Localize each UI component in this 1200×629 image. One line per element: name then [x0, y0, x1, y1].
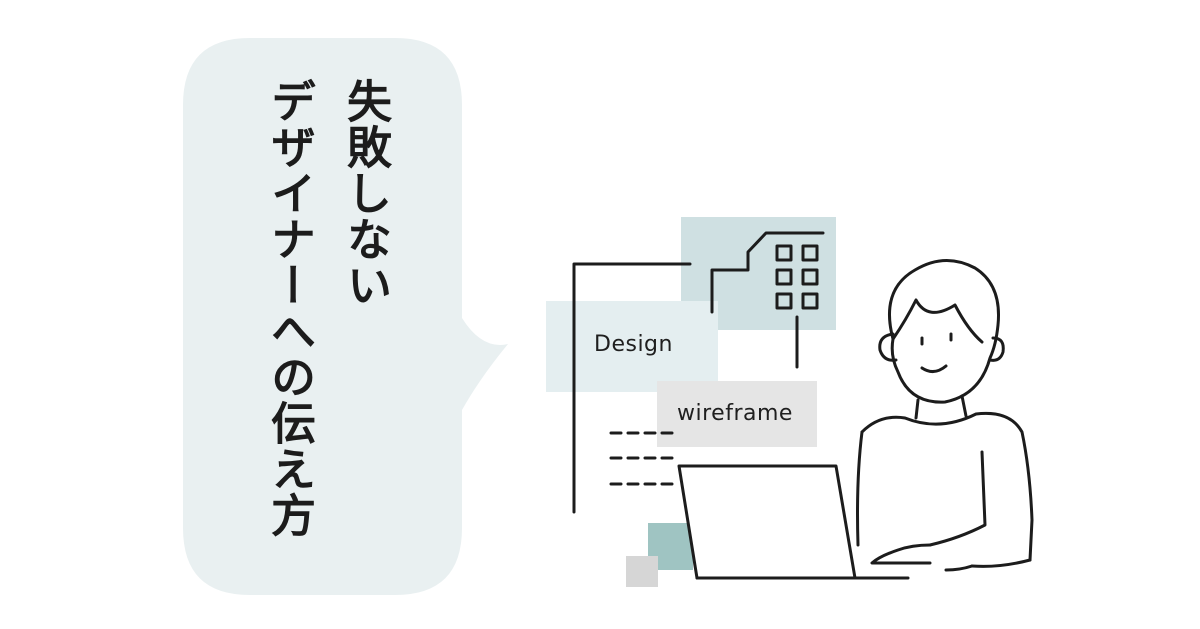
person-hand [870, 543, 932, 565]
window-icon [801, 292, 819, 310]
person-arm [970, 558, 1032, 568]
laptop-screen [677, 464, 857, 580]
headline-line-2: デザイナーへの伝え方 [263, 78, 316, 538]
speech-bubble-shape [183, 38, 508, 595]
person-hand [944, 564, 974, 572]
person-neck [960, 394, 968, 418]
person-torso [860, 411, 1034, 562]
person-hair [891, 298, 984, 344]
wireframe-panel [657, 381, 817, 447]
window-icon [801, 268, 819, 286]
headline-line-1: 失敗しない [339, 78, 392, 308]
person-mouth [920, 364, 948, 373]
person-head [888, 258, 1001, 404]
window-icon [775, 292, 793, 310]
person-arm [928, 450, 987, 547]
wireframe-label: wireframe [677, 401, 793, 426]
window-icon [775, 268, 793, 286]
person-ear [878, 332, 898, 362]
gray-square [626, 556, 658, 587]
person-arm [856, 430, 864, 547]
design-label: Design [594, 332, 673, 357]
window-icon [775, 244, 793, 262]
window-icon [801, 244, 819, 262]
frame-line [572, 262, 692, 514]
person-neck [914, 398, 920, 420]
person-ear [988, 336, 1005, 362]
building-outline [710, 231, 825, 314]
